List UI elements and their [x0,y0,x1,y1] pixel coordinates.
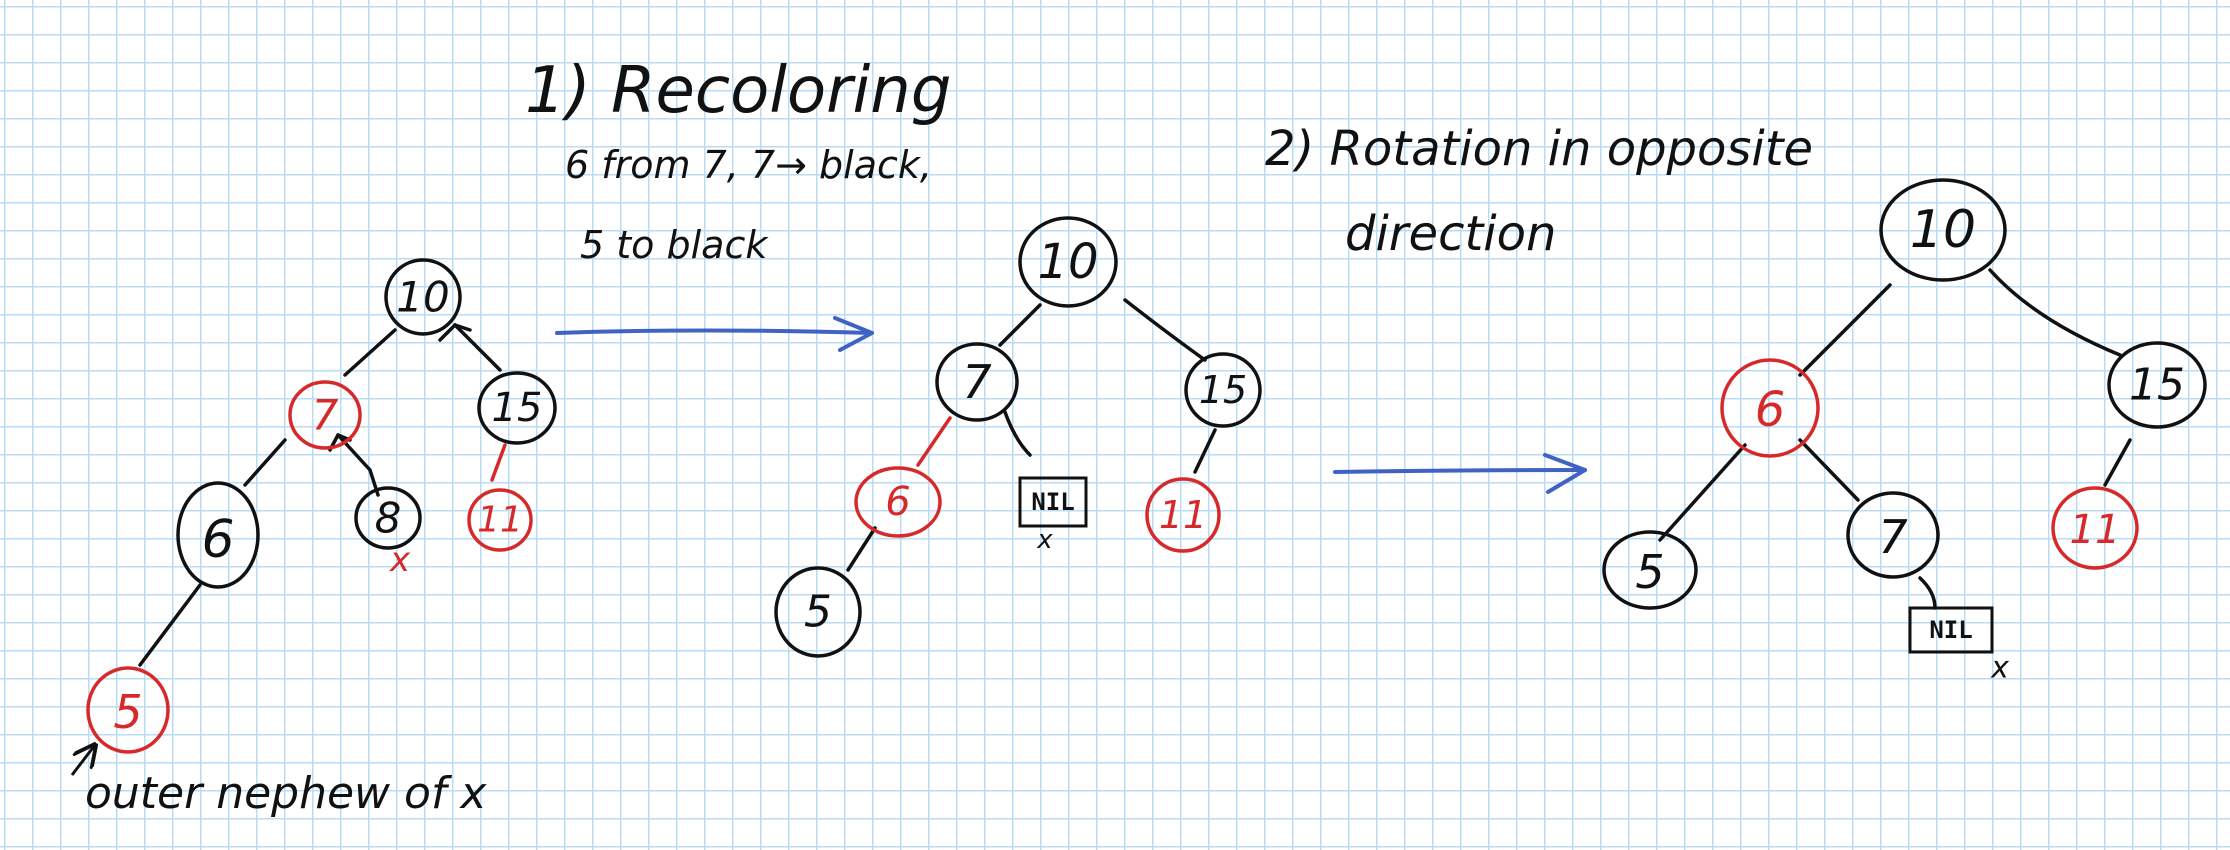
outer-nephew-pointer [70,745,95,776]
tree-3-labels: 10 6 15 5 7 11 NIL x [1635,200,2185,686]
tree1-label-7: 7 [312,391,339,440]
tree1-node-6 [176,481,260,589]
tree3-label-15: 15 [2129,360,2185,411]
step2-title-line1: 2) Rotation in opposite [1265,121,1813,177]
tree2-label-11: 11 [1159,493,1207,537]
tree2-node-5 [774,566,862,658]
tree1-x-marker: x [389,540,411,580]
tree1-label-6: 6 [201,510,234,570]
tree1-node-11 [467,488,533,552]
tree2-node-6 [854,466,942,538]
step1-note-line1: 6 from 7, 7→ black, [565,143,932,187]
step1-note-line2: 5 to black [580,223,769,267]
tree2-nil-label: NIL [1031,488,1074,516]
tree2-label-7: 7 [962,355,991,409]
tree1-label-10: 10 [396,273,449,322]
tree3-label-7: 7 [1878,510,1907,564]
outer-nephew-annotation: outer nephew of x [85,768,487,819]
tree3-nil-box [1908,606,1994,654]
tree-2-labels: 10 7 15 6 11 5 NIL x [804,234,1247,638]
tree3-node-6 [1720,358,1820,458]
tree1-node-5 [86,666,170,754]
transition-arrow-1 [555,316,874,352]
tree3-label-6: 6 [1755,382,1786,438]
tree1-node-15 [477,371,557,445]
tree3-node-11 [2051,486,2139,570]
tree2-label-10: 10 [1037,234,1098,290]
tree1-label-11: 11 [477,500,523,541]
step1-title: 1) Recoloring [525,54,951,128]
tree1-label-5: 5 [113,685,142,739]
tree-1-before [86,258,557,754]
step2-title-line2: direction [1345,206,1556,262]
tree2-label-15: 15 [1199,368,1247,412]
tree3-label-5: 5 [1635,545,1664,599]
tree3-node-7 [1846,491,1940,579]
tree2-node-7 [935,342,1019,422]
tree3-node-15 [2107,341,2207,429]
tree2-node-10 [1018,216,1118,308]
tree2-node-11 [1145,477,1221,553]
tree2-label-5: 5 [804,587,832,638]
tree2-x-marker: x [1036,525,1053,555]
tree2-label-6: 6 [885,479,910,525]
tree1-node-10 [384,258,462,336]
tree1-label-15: 15 [492,385,543,431]
tree-3-after-rotation [1602,178,2207,654]
tree3-node-10 [1879,178,2007,282]
tree2-nil-box [1018,476,1088,528]
tree1-label-8: 8 [375,494,402,543]
tree-1-labels: 10 7 15 6 8 11 5 x [113,273,542,740]
tree1-node-8 [354,486,422,550]
tree-2-after-recoloring [774,216,1262,658]
transition-arrow-2 [1333,453,1587,494]
tree1-node-7 [288,380,362,450]
tree2-node-15 [1184,352,1262,428]
tree3-label-10: 10 [1910,200,1976,260]
tree3-x-marker: x [1990,651,2009,686]
tree3-node-5 [1602,530,1698,610]
tree3-label-11: 11 [2070,507,2121,553]
tree3-nil-label: NIL [1929,616,1972,644]
